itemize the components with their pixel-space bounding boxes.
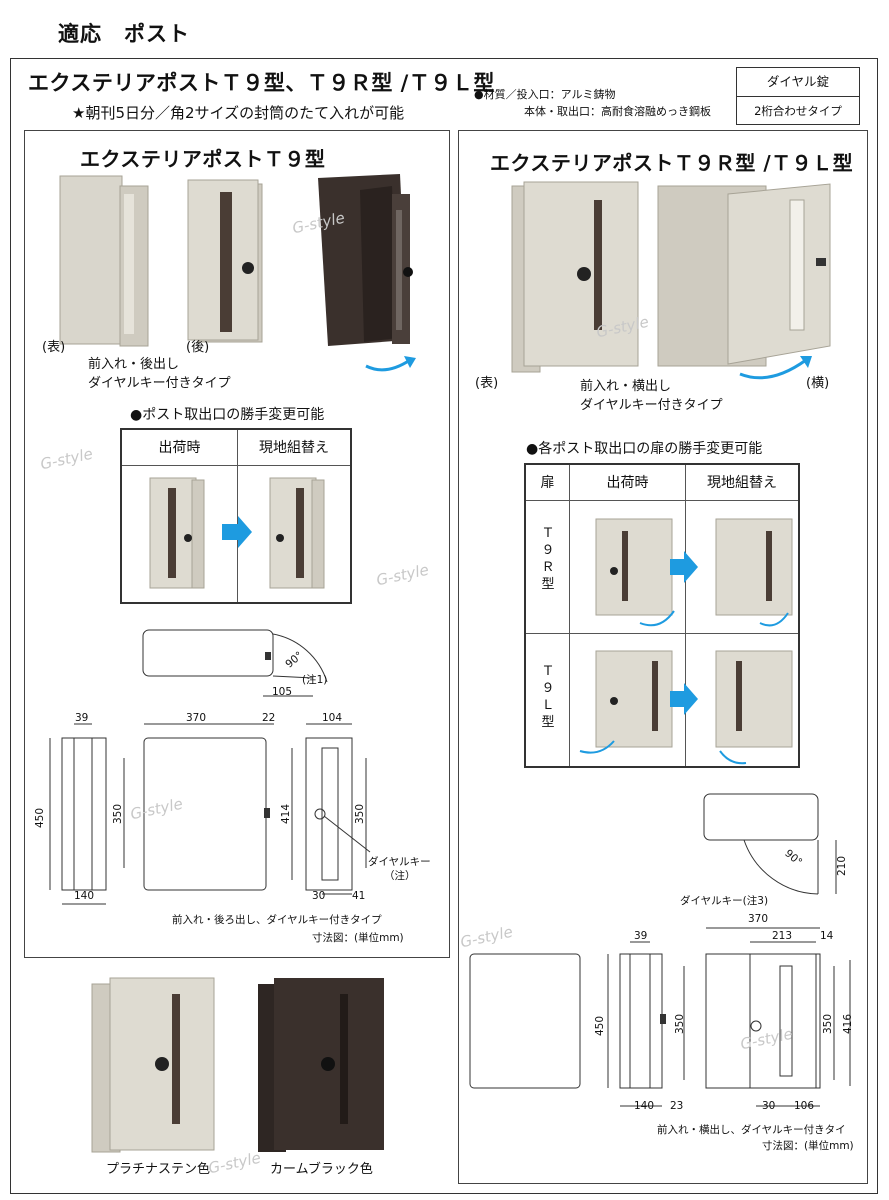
t9-dim-39: 39 [75,712,89,724]
t9r-dim-450: 450 [594,1015,607,1037]
t9l-row-label: Ｔ ９ Ｌ 型 [541,664,555,730]
t9r-dim-213: 213 [772,930,793,942]
t9r-table-col0: 扉 [526,465,570,501]
t9-note1: (注1) [302,674,328,686]
product-subtitle: ★朝刊5日分／角2サイズの封筒のたて入れが可能 [72,104,405,122]
t9-change-table: 出荷時 現地組替え [120,428,352,604]
t9-caption: 前入れ・後出し ダイヤルキー付きタイプ [88,357,231,391]
t9r-product-photos [511,181,831,380]
lock-type-box: ダイヤル錠 2桁合わせタイプ [736,67,860,125]
t9-dim-140: 140 [74,890,95,902]
t9r-top-view [703,793,837,895]
page-title: 適応 ポスト [58,22,190,46]
t9-product-photos [59,174,416,372]
t9r-front-label: (表) [475,376,499,391]
t9-dim-450: 450 [34,807,47,829]
t9r-dim-106: 106 [794,1100,815,1112]
right-panel-title: エクステリアポストＴ９Ｒ型 /Ｔ９Ｌ型 [490,151,854,175]
t9r-dim-350b: 350 [822,1013,835,1035]
black-variant-image [258,978,384,1152]
t9r-dim-30: 30 [762,1100,776,1112]
lock-type: 2桁合わせタイプ [737,96,859,125]
t9r-table-col2: 現地組替え [686,465,798,501]
t9r-change-table: 扉 出荷時 現地組替え Ｔ ９ Ｒ 型 Ｔ ９ Ｌ 型 [524,463,800,768]
t9-top-view [142,629,328,697]
left-panel-title: エクステリアポストＴ９型 [80,147,326,171]
t9r-front-image [511,181,639,373]
t9r-diagram-caption: 前入れ・横出し、ダイヤルキー付きタイ [657,1124,846,1136]
t9-dim-22: 22 [262,712,276,724]
t9-dial-key-label: ダイヤルキー [368,856,431,868]
t9r-dim-370: 370 [748,913,769,925]
t9r-dim-140: 140 [634,1100,655,1112]
t9r-table-col1: 出荷時 [570,465,686,501]
t9r-dimension-drawings [469,927,851,1107]
t9r-dim-14: 14 [820,930,834,942]
t9r-dim-39: 39 [634,930,648,942]
t9r-dial-key: ダイヤルキー(注3) [680,895,769,907]
t9-dim-370: 370 [186,712,207,724]
t9r-side-label: (横) [806,376,830,391]
t9r-dim-350a: 350 [674,1013,687,1035]
t9-dial-key-note: （注） [384,870,416,882]
t9-change-note: ●ポスト取出口の勝手変更可能 [130,407,325,423]
product-title: エクステリアポストＴ９型、Ｔ９Ｒ型 /Ｔ９Ｌ型 [28,71,495,95]
t9-table-col1: 出荷時 [122,430,238,466]
t9r-dim-23: 23 [670,1100,684,1112]
lock-label: ダイヤル錠 [766,74,830,89]
t9r-dim-416: 416 [842,1013,855,1035]
right-panel [458,130,868,1184]
t9r-change-note: ●各ポスト取出口の扉の勝手変更可能 [526,441,763,457]
t9-diagram-caption: 前入れ・後ろ出し、ダイヤルキー付きタイプ [172,914,382,926]
t9-change-illustration [149,477,325,589]
t9-dim-30: 30 [312,890,326,902]
t9r-row-label: Ｔ ９ Ｒ 型 [541,526,555,592]
t9-dim-414: 414 [280,803,293,825]
material-line-2: 本体・取出口：高耐食溶融めっき鋼板 [524,105,711,118]
t9r-unit-caption: 寸法図：(単位mm) [762,1140,854,1152]
t9r-change-illustration [579,518,793,765]
t9r-caption: 前入れ・横出し ダイヤルキー付きタイプ [580,379,723,413]
t9-table-col2: 現地組替え [238,430,350,466]
t9-dim-41: 41 [352,890,366,902]
t9-dim-350b: 350 [354,803,367,825]
t9-back-label: (後) [186,340,210,355]
t9-front-image [59,175,149,347]
color-variant-photos [91,977,384,1153]
material-line-1: ●材質／投入口：アルミ鋳物 [474,88,616,101]
left-panel [24,130,450,958]
t9-dim-350a: 350 [112,803,125,825]
t9r-side-image [657,183,831,380]
color-1-label: プラチナステン色 [106,1162,211,1177]
t9-dimension-drawings [49,723,371,905]
t9-front-label: (表) [42,340,66,355]
t9-dim-105: 105 [272,686,293,698]
t9r-dim-210: 210 [836,855,849,877]
platinum-variant-image [91,977,215,1153]
t9-back-image [187,179,263,343]
t9-dim-104: 104 [322,712,343,724]
outer-frame [10,58,878,1194]
color-2-label: カームブラック色 [270,1162,373,1177]
t9-open-image [318,174,416,372]
t9-unit-caption: 寸法図：(単位mm) [312,932,404,944]
